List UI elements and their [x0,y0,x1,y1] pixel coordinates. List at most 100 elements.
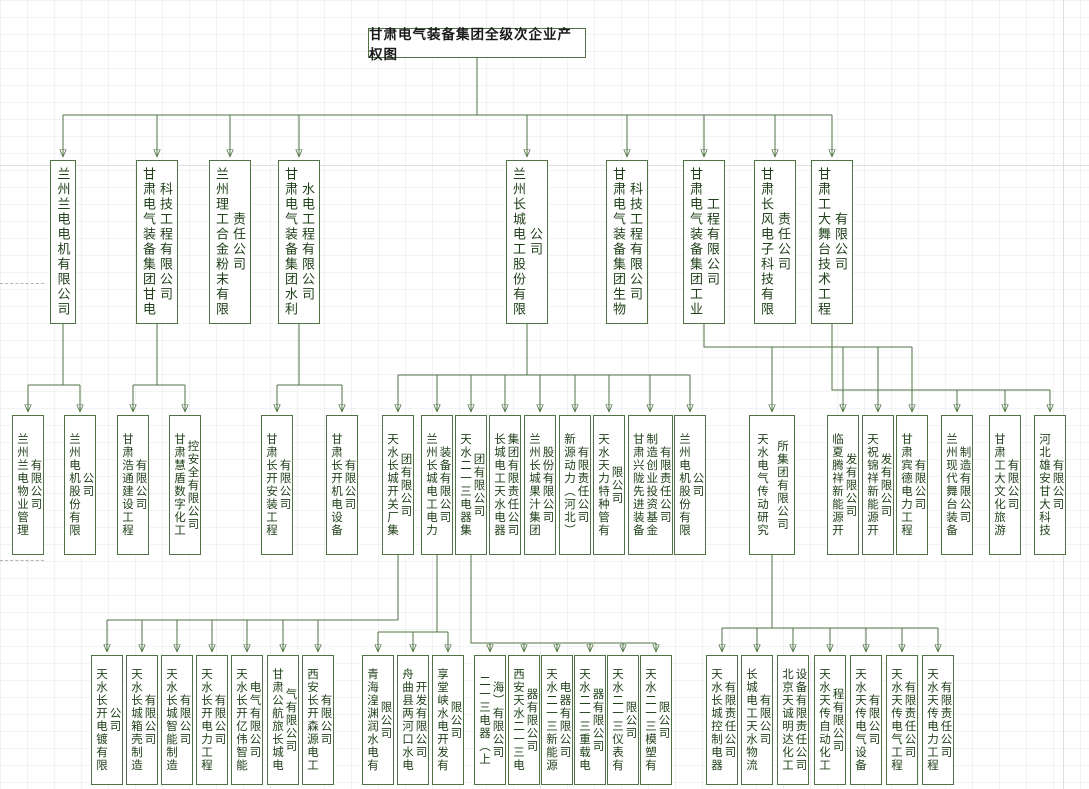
node-label: 天水二一三模塑有限公司 [644,668,670,772]
node-changfeng-electronics: 甘肃长风电子科技有限责任公司 [754,160,796,324]
node-label: 甘肃慧盾数字化工控安全有限公司 [173,433,199,537]
node-culture-tourism: 甘肃工大文化旅游有限公司 [989,415,1021,555]
node-tianchuan-electric-eng: 天水天传电气工程有限责任公司 [886,655,918,785]
node-label: 天祝锦祥新能源开发有限公司 [866,433,892,537]
node-xinglong-fund: 甘肃兴陇先进装备制造创业投资基金有限责任公司 [628,415,673,555]
node-label: 甘肃电气装备集团工业工程有限公司 [688,167,720,317]
node-label: 兰州兰电电机有限公司 [55,167,71,317]
node-label: 长城电工天水物流有限公司 [745,668,771,772]
chart-title: 甘肃电气装备集团全级次企业产权图 [368,27,586,62]
node-label: 兰州电机股份有限公司 [678,433,704,537]
node-label: 天水长开电力工程有限公司 [200,668,226,772]
grid-rule-vertical [1063,0,1064,789]
node-label: 北京天诚明达化工设备有限责任公司 [781,668,807,772]
node-label: 天水天力特种管有限公司 [597,433,623,537]
node-xiangtang-hydro: 享堂峡水电开发有限公司 [432,655,464,785]
node-water-hydropower-eng: 甘肃电气装备集团水利水电工程有限公司 [278,160,320,324]
node-label: 天水长城开关厂集团有限公司 [386,433,412,537]
node-senyuan-electric: 西安长开森源电工有限公司 [302,655,334,785]
node-changkai-electromech: 甘肃长开机电设备有限公司 [326,415,358,555]
node-electroplating: 天水长开电镀有限公司 [91,655,123,785]
node-haotong-construction: 甘肃浩通建设工程有限公司 [117,415,149,555]
node-lanzhou-landian-motor: 兰州兰电电机有限公司 [50,160,76,324]
node-label: 甘肃工大舞台技术工程有限公司 [816,167,848,317]
node-tianchuan-automation: 天水天传自动化工程有限公司 [814,655,846,785]
node-label: 天水长城智能制造有限公司 [165,668,191,772]
node-label: 二一三电器（上海）有限公司 [478,674,504,766]
node-binde-power: 甘肃宾德电力工程有限公司 [896,415,928,555]
node-label: 西安长开森源电工有限公司 [306,668,332,772]
node-label: 天水天传电气工程有限责任公司 [890,668,916,772]
node-gongda-stage-tech: 甘肃工大舞台技术工程有限公司 [811,160,853,324]
node-drive-institute-group: 天水电气传动研究所集团有限公司 [749,415,795,555]
node-tianzhu-newenergy: 天祝锦祥新能源开发有限公司 [862,415,894,555]
node-label: 兰州现代舞台装备制造有限公司 [945,433,971,537]
node-zhouqu-hydro: 舟曲县两河口水电开发有限公司 [397,655,429,785]
node-greatwall-electric: 兰州长城电工股份有限公司 [506,160,548,324]
node-industrial-engineering: 甘肃电气装备集团工业工程有限公司 [683,160,725,324]
node-label: 西安天水二一三电器有限公司 [512,668,538,772]
node-label: 兰州电机股份有限公司 [68,433,94,537]
node-label: 兰州长城果汁集团股份有限公司 [528,433,554,537]
node-label: 天水长城控制电器有限责任公司 [710,668,736,772]
node-label: 兰州长城电工股份有限公司 [511,167,543,317]
node-label: 河北雄安甘大科技有限公司 [1038,433,1064,537]
node-tianli-special: 天水天力特种管有限公司 [593,415,625,555]
node-xian-213: 西安天水二一三电器有限公司 [508,655,540,785]
node-label: 天水电气传动研究所集团有限公司 [756,433,788,537]
node-label: 舟曲县两河口水电开发有限公司 [401,668,427,772]
node-power-equipment: 兰州长城电工电力装备有限公司 [421,415,453,555]
node-xiongan-ganda-tech: 河北雄安甘大科技有限公司 [1034,415,1066,555]
node-213-molding: 天水二一三模塑有限公司 [640,655,672,785]
node-label: 甘肃工大文化旅游有限公司 [993,433,1019,537]
node-label: 甘肃长开机电设备有限公司 [330,433,356,537]
node-label: 兰州长城电工电力装备有限公司 [425,433,451,537]
node-label: 长城电工天水电器集团有限责任公司 [493,433,519,537]
node-juice-group: 兰州长城果汁集团股份有限公司 [524,415,556,555]
node-modern-stage-equipment: 兰州现代舞台装备制造有限公司 [941,415,973,555]
node-box-shell-mfg: 天水长城箱壳制造有限公司 [126,655,158,785]
node-label: 甘肃公航旅长城电气有限公司 [271,668,297,772]
page-break-dash [0,560,44,561]
node-label: 甘肃浩通建设工程有限公司 [121,433,147,537]
node-lanzhou-motor-a: 兰州电机股份有限公司 [64,415,96,555]
node-tianchuan-equipment: 天水天传电气设备有限公司 [850,655,882,785]
node-switchgear-group: 天水长城开关厂集团有限公司 [382,415,414,555]
node-label: 天水长开电镀有限公司 [95,668,121,772]
node-213-shanghai: 二一三电器（上海）有限公司 [474,655,506,785]
node-changkai-installation: 甘肃长开安装工程有限公司 [261,415,293,555]
node-213-group: 天水二一三电器集团有限公司 [455,415,487,555]
node-lanzhou-motor-b: 兰州电机股份有限公司 [674,415,706,555]
node-label: 天水天传自动化工程有限公司 [818,668,844,772]
node-label: 天水二一三仪表有限公司 [611,668,637,772]
node-213-heavyduty: 天水二一三重载电器有限公司 [574,655,606,785]
node-label: 天水二一三新能源电器有限公司 [545,668,571,772]
node-label: 天水长开亿伟智能电气有限公司 [235,668,261,772]
node-213-instrument: 天水二一三仪表有限公司 [607,655,639,785]
node-label: 天水二一三电器集团有限公司 [459,433,485,537]
node-smart-mfg: 天水长城智能制造有限公司 [161,655,193,785]
node-gandian-science-tech: 甘肃电气装备集团甘电科技工程有限公司 [136,160,178,324]
node-label: 兰州理工合金粉末有限责任公司 [214,167,246,317]
node-gonghanglv-electric: 甘肃公航旅长城电气有限公司 [267,655,299,785]
node-yiwei-smart-electric: 天水长开亿伟智能电气有限公司 [231,655,263,785]
node-label: 新源动力（河北）有限责任公司 [563,433,589,537]
node-label: 甘肃长开安装工程有限公司 [265,433,291,537]
node-beijing-tianchengmingda: 北京天诚明达化工设备有限责任公司 [777,655,809,785]
node-label: 天水长城箱壳制造有限公司 [130,668,156,772]
node-label: 天水二一三重载电器有限公司 [578,668,604,772]
node-label: 甘肃电气装备集团水利水电工程有限公司 [283,167,315,317]
node-label: 甘肃长风电子科技有限责任公司 [759,167,791,317]
page-break-dash [0,283,44,284]
node-213-newenergy: 天水二一三新能源电器有限公司 [541,655,573,785]
node-label: 甘肃电气装备集团生物科技工程有限公司 [611,167,643,317]
node-label: 天水天传电力工程有限责任公司 [926,668,952,772]
node-qinghai-hydro: 青海湟渊润水电有限公司 [362,655,394,785]
node-linxia-newenergy: 临夏腾祥新能源开发有限公司 [827,415,859,555]
node-huidun-digital-security: 甘肃慧盾数字化工控安全有限公司 [169,415,201,555]
node-label: 青海湟渊润水电有限公司 [366,668,392,772]
node-label: 甘肃电气装备集团甘电科技工程有限公司 [141,167,173,317]
node-control-electric: 天水长城控制电器有限责任公司 [706,655,738,785]
